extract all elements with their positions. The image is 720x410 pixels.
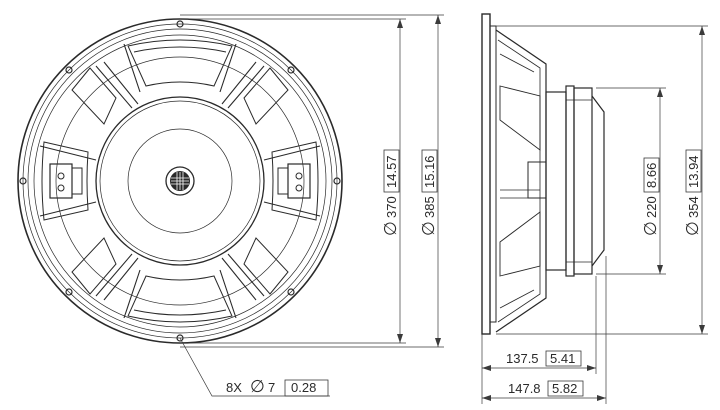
dim-label-220: ∅ 220 8.66: [641, 157, 660, 236]
depth-147-mm: 147.8: [508, 381, 541, 396]
depth-147-inch: 5.82: [552, 381, 577, 396]
side-view: [481, 13, 605, 335]
dim-label-385: ∅ 385 15.16: [419, 149, 438, 236]
dim-220-mm: 220: [644, 196, 659, 218]
dim-label-holes: 8X ∅ 7 0.28: [226, 377, 329, 397]
depth-137-mm: 137.5: [506, 351, 539, 366]
diameter-symbol-icon: ∅: [250, 377, 265, 396]
dim-354-mm: 354: [686, 196, 701, 218]
dim-370-mm: 370: [384, 196, 399, 218]
diameter-symbol-icon: ∅: [381, 221, 400, 236]
basket-windows: [41, 39, 319, 323]
dim-220-inch: 8.66: [644, 163, 659, 188]
dim-385-mm: 385: [422, 196, 437, 218]
dimension-lines: [180, 14, 708, 404]
holes-count: 8X: [226, 380, 242, 395]
dim-label-354: ∅ 354 13.94: [683, 149, 702, 236]
dim-label-147-8: 147.8 5.82: [508, 380, 584, 397]
dim-354-inch: 13.94: [686, 155, 701, 188]
dim-label-370: ∅ 370 14.57: [381, 149, 400, 236]
front-view: [17, 18, 343, 397]
mounting-holes: [19, 20, 341, 342]
holes-inch: 0.28: [291, 380, 316, 395]
terminal-left: [49, 163, 83, 199]
holes-mm: 7: [268, 380, 275, 395]
dim-370-inch: 14.57: [384, 155, 399, 188]
dim-label-137-5: 137.5 5.41: [506, 350, 582, 367]
diameter-symbol-icon: ∅: [419, 221, 438, 236]
depth-137-inch: 5.41: [550, 351, 575, 366]
diameter-symbol-icon: ∅: [683, 221, 702, 236]
terminal-right: [277, 163, 311, 199]
basket-spokes: [39, 43, 321, 319]
dim-385-inch: 15.16: [422, 155, 437, 188]
diameter-symbol-icon: ∅: [641, 221, 660, 236]
